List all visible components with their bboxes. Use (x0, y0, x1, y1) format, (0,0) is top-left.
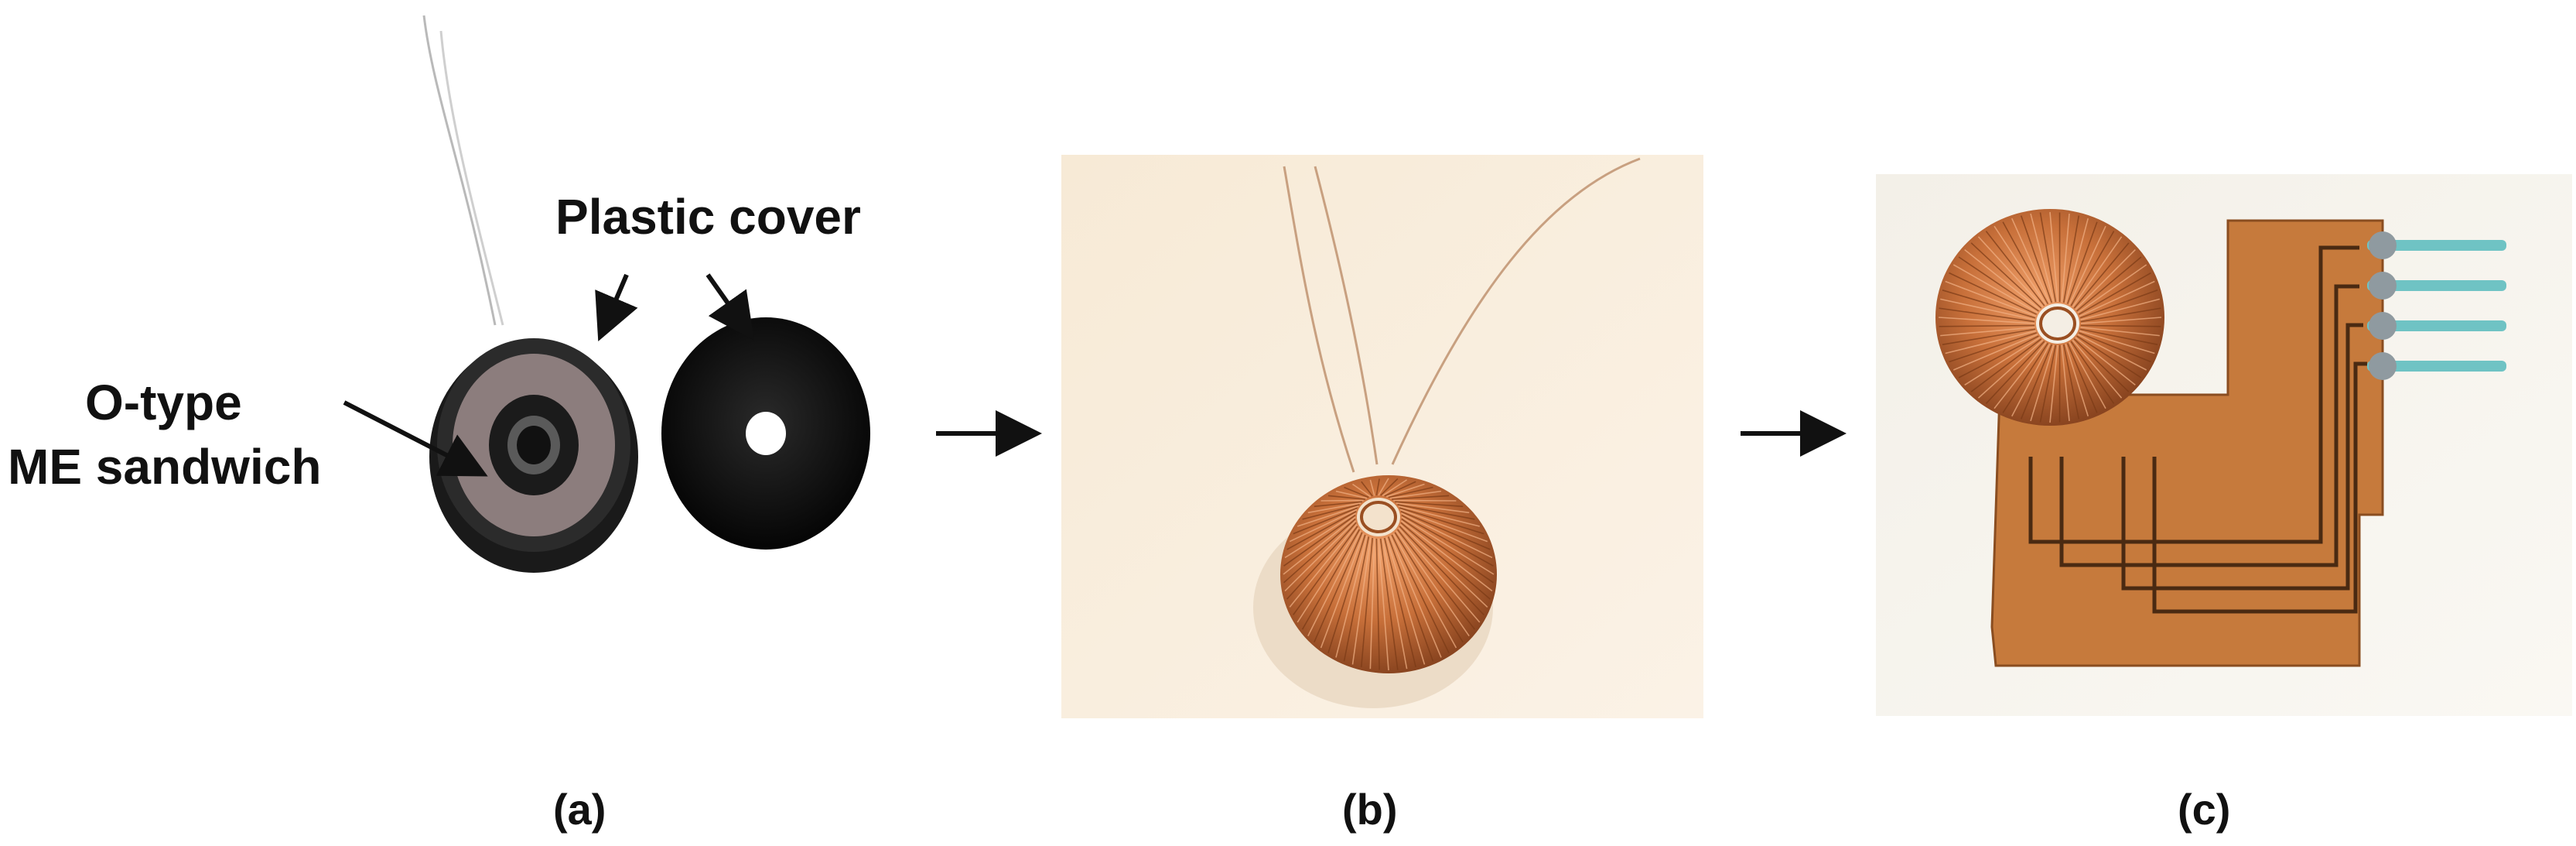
lead-wire (1283, 166, 1355, 473)
me-sandwich-label-line2: ME sandwich (8, 439, 321, 495)
panel-c: (c) (1876, 174, 2572, 834)
lead-wire (1314, 166, 1379, 465)
wound-toroid-coil (1935, 209, 2164, 426)
panel-label-b: (b) (1342, 785, 1398, 834)
me-sandwich-assembly (429, 338, 638, 573)
plastic-cover-disk (661, 317, 870, 550)
arrow-to-cover (705, 273, 754, 341)
lead-wire (422, 15, 497, 326)
wound-toroid-coil (1280, 475, 1497, 673)
plastic-cover-label: Plastic cover (555, 189, 861, 245)
pcb-traces (2028, 245, 2367, 614)
coil-winding-lines (1938, 211, 2162, 423)
connector-pins (2367, 231, 2506, 380)
panel-label-a: (a) (553, 785, 606, 834)
coil-winding-lines (1283, 478, 1495, 671)
panel-label-c: (c) (2178, 785, 2230, 834)
panel-a: Plastic cover O-type ME sandwich (a) (8, 15, 870, 834)
lead-wire (1391, 157, 1641, 465)
me-sandwich-label-line1: O-type (85, 375, 242, 430)
pcb-board (1990, 219, 2384, 667)
arrow-to-housing (595, 273, 638, 342)
lead-wire (439, 30, 504, 326)
arrow-to-sandwich (343, 400, 488, 477)
panel-b: (b) (1061, 155, 1703, 834)
